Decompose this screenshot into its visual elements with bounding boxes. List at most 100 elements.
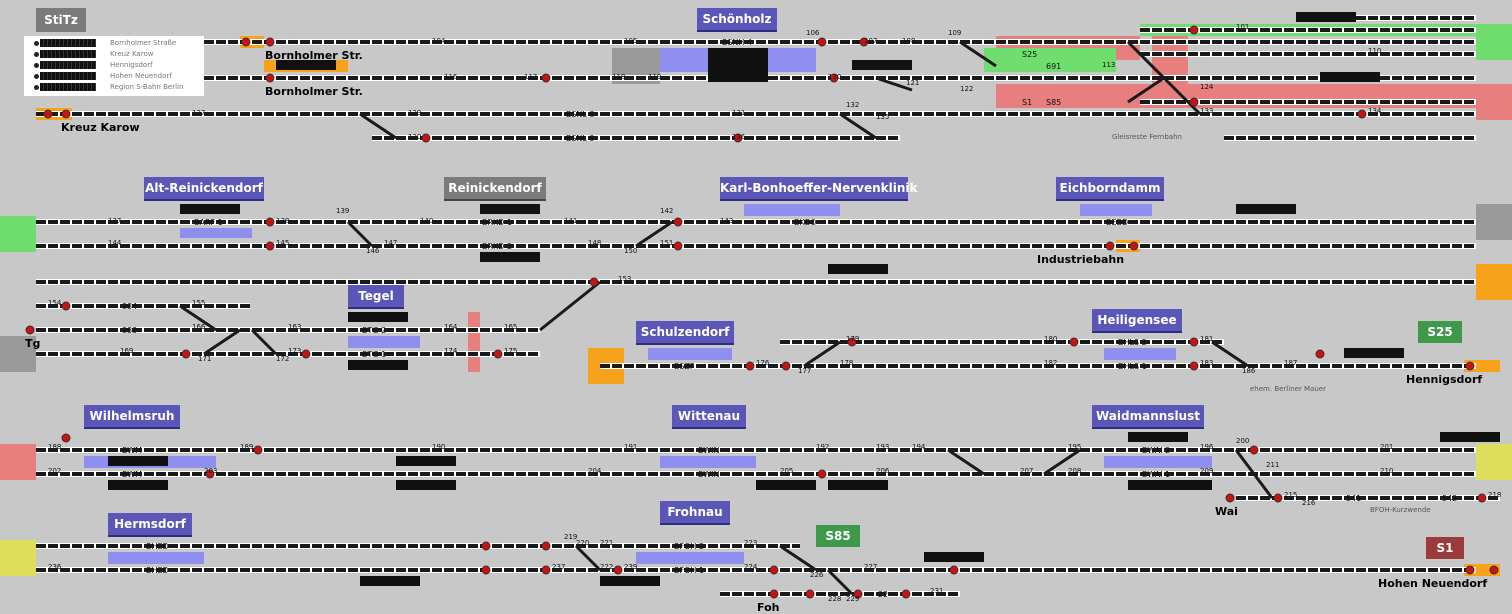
signal[interactable]	[541, 541, 551, 551]
legend-text: Region S-Bahn Berlin	[110, 83, 184, 91]
track-label: BHED	[146, 566, 169, 575]
signal-number: 135	[876, 113, 890, 121]
signal-number: 194	[912, 443, 926, 451]
station-label-alt-reinickendorf[interactable]: Alt-Reinickendorf	[144, 177, 264, 201]
signal[interactable]	[859, 37, 869, 47]
switch[interactable]	[635, 220, 673, 248]
indicator-block	[396, 480, 456, 490]
station-label-waidmannslust[interactable]: Waidmannslust	[1092, 405, 1204, 429]
signal[interactable]	[1129, 241, 1139, 251]
signal[interactable]	[541, 565, 551, 575]
signal[interactable]	[613, 565, 623, 575]
switch[interactable]	[1234, 449, 1274, 499]
signal[interactable]	[805, 589, 815, 599]
signal[interactable]	[1189, 361, 1199, 371]
switch[interactable]	[1127, 76, 1165, 104]
signal-number: 226	[810, 571, 824, 579]
station-label-schoenholz[interactable]: Schönholz	[697, 8, 777, 32]
signal[interactable]	[1489, 565, 1499, 575]
signal[interactable]	[61, 301, 71, 311]
switch[interactable]	[779, 544, 817, 572]
signal-number: 175	[504, 347, 518, 355]
switch[interactable]	[826, 568, 854, 596]
signal[interactable]	[733, 133, 743, 143]
signal[interactable]	[265, 73, 275, 83]
switch[interactable]	[179, 304, 217, 332]
signal[interactable]	[673, 241, 683, 251]
signal[interactable]	[1465, 565, 1475, 575]
signal[interactable]	[493, 349, 503, 359]
station-label-tegel[interactable]: Tegel	[348, 285, 404, 309]
signal[interactable]	[1189, 25, 1199, 35]
signal[interactable]	[1465, 361, 1475, 371]
station-label-kbnk[interactable]: Karl-Bonhoeffer-Nervenklinik	[720, 177, 917, 201]
signal[interactable]	[265, 241, 275, 251]
signal[interactable]	[1357, 109, 1367, 119]
signal[interactable]	[817, 37, 827, 47]
station-label-wittenau[interactable]: Wittenau	[672, 405, 746, 429]
switch[interactable]	[359, 112, 397, 140]
switch[interactable]	[959, 40, 997, 68]
station-label-wilhelmsruh[interactable]: Wilhelmsruh	[84, 405, 180, 429]
switch[interactable]	[803, 340, 841, 368]
signal[interactable]	[745, 361, 755, 371]
signal[interactable]	[1249, 445, 1259, 455]
signal[interactable]	[673, 217, 683, 227]
signal[interactable]	[253, 445, 263, 455]
switch[interactable]	[1043, 448, 1081, 476]
station-label-reinickendorf[interactable]: Reinickendorf	[444, 177, 546, 201]
switch[interactable]	[1211, 340, 1249, 368]
signal[interactable]	[1273, 493, 1283, 503]
signal[interactable]	[769, 589, 779, 599]
signal[interactable]	[817, 469, 827, 479]
signal-number: 211	[1266, 461, 1280, 469]
signal[interactable]	[1105, 241, 1115, 251]
signal[interactable]	[25, 325, 35, 335]
note-mauer: ehem. Berliner Mauer	[1250, 385, 1326, 393]
station-label-schulzendorf[interactable]: Schulzendorf	[636, 321, 734, 345]
station-label-eichborndamm[interactable]: Eichborndamm	[1056, 177, 1164, 201]
signal[interactable]	[949, 565, 959, 575]
switch[interactable]	[875, 76, 913, 92]
signal[interactable]	[265, 37, 275, 47]
signal[interactable]	[181, 349, 191, 359]
signal[interactable]	[481, 565, 491, 575]
station-label-heiligensee[interactable]: Heiligensee	[1092, 309, 1182, 333]
signal[interactable]	[265, 217, 275, 227]
switch[interactable]	[839, 112, 877, 140]
signal[interactable]	[43, 109, 53, 119]
signal[interactable]	[61, 433, 71, 443]
signal[interactable]	[769, 565, 779, 575]
station-label-hermsdorf[interactable]: Hermsdorf	[108, 513, 192, 537]
signal[interactable]	[205, 469, 215, 479]
signal[interactable]	[901, 589, 911, 599]
switch[interactable]	[947, 448, 985, 476]
signal[interactable]	[241, 37, 251, 47]
signal[interactable]	[1189, 97, 1199, 107]
stitz-button[interactable]: StiTz	[36, 8, 86, 32]
signal[interactable]	[61, 109, 71, 119]
signal[interactable]	[421, 133, 431, 143]
signal[interactable]	[1189, 337, 1199, 347]
signal[interactable]	[541, 73, 551, 83]
signal[interactable]	[301, 349, 311, 359]
switch[interactable]	[539, 280, 601, 332]
switch[interactable]	[250, 328, 278, 356]
signal[interactable]	[853, 589, 863, 599]
station-label-frohnau[interactable]: Frohnau	[660, 501, 730, 525]
signal-number: 107	[864, 37, 878, 45]
signal[interactable]	[847, 337, 857, 347]
signal[interactable]	[1315, 349, 1325, 359]
switch[interactable]	[346, 220, 374, 248]
signal[interactable]	[1477, 493, 1487, 503]
indicator-block	[480, 204, 540, 214]
signal[interactable]	[1069, 337, 1079, 347]
switch[interactable]	[203, 328, 241, 356]
signal[interactable]	[829, 73, 839, 83]
track-label: BSNL 9	[566, 134, 595, 143]
signal[interactable]	[481, 541, 491, 551]
signal[interactable]	[1225, 493, 1235, 503]
switch[interactable]	[574, 544, 602, 572]
signal[interactable]	[589, 277, 599, 287]
signal[interactable]	[781, 361, 791, 371]
